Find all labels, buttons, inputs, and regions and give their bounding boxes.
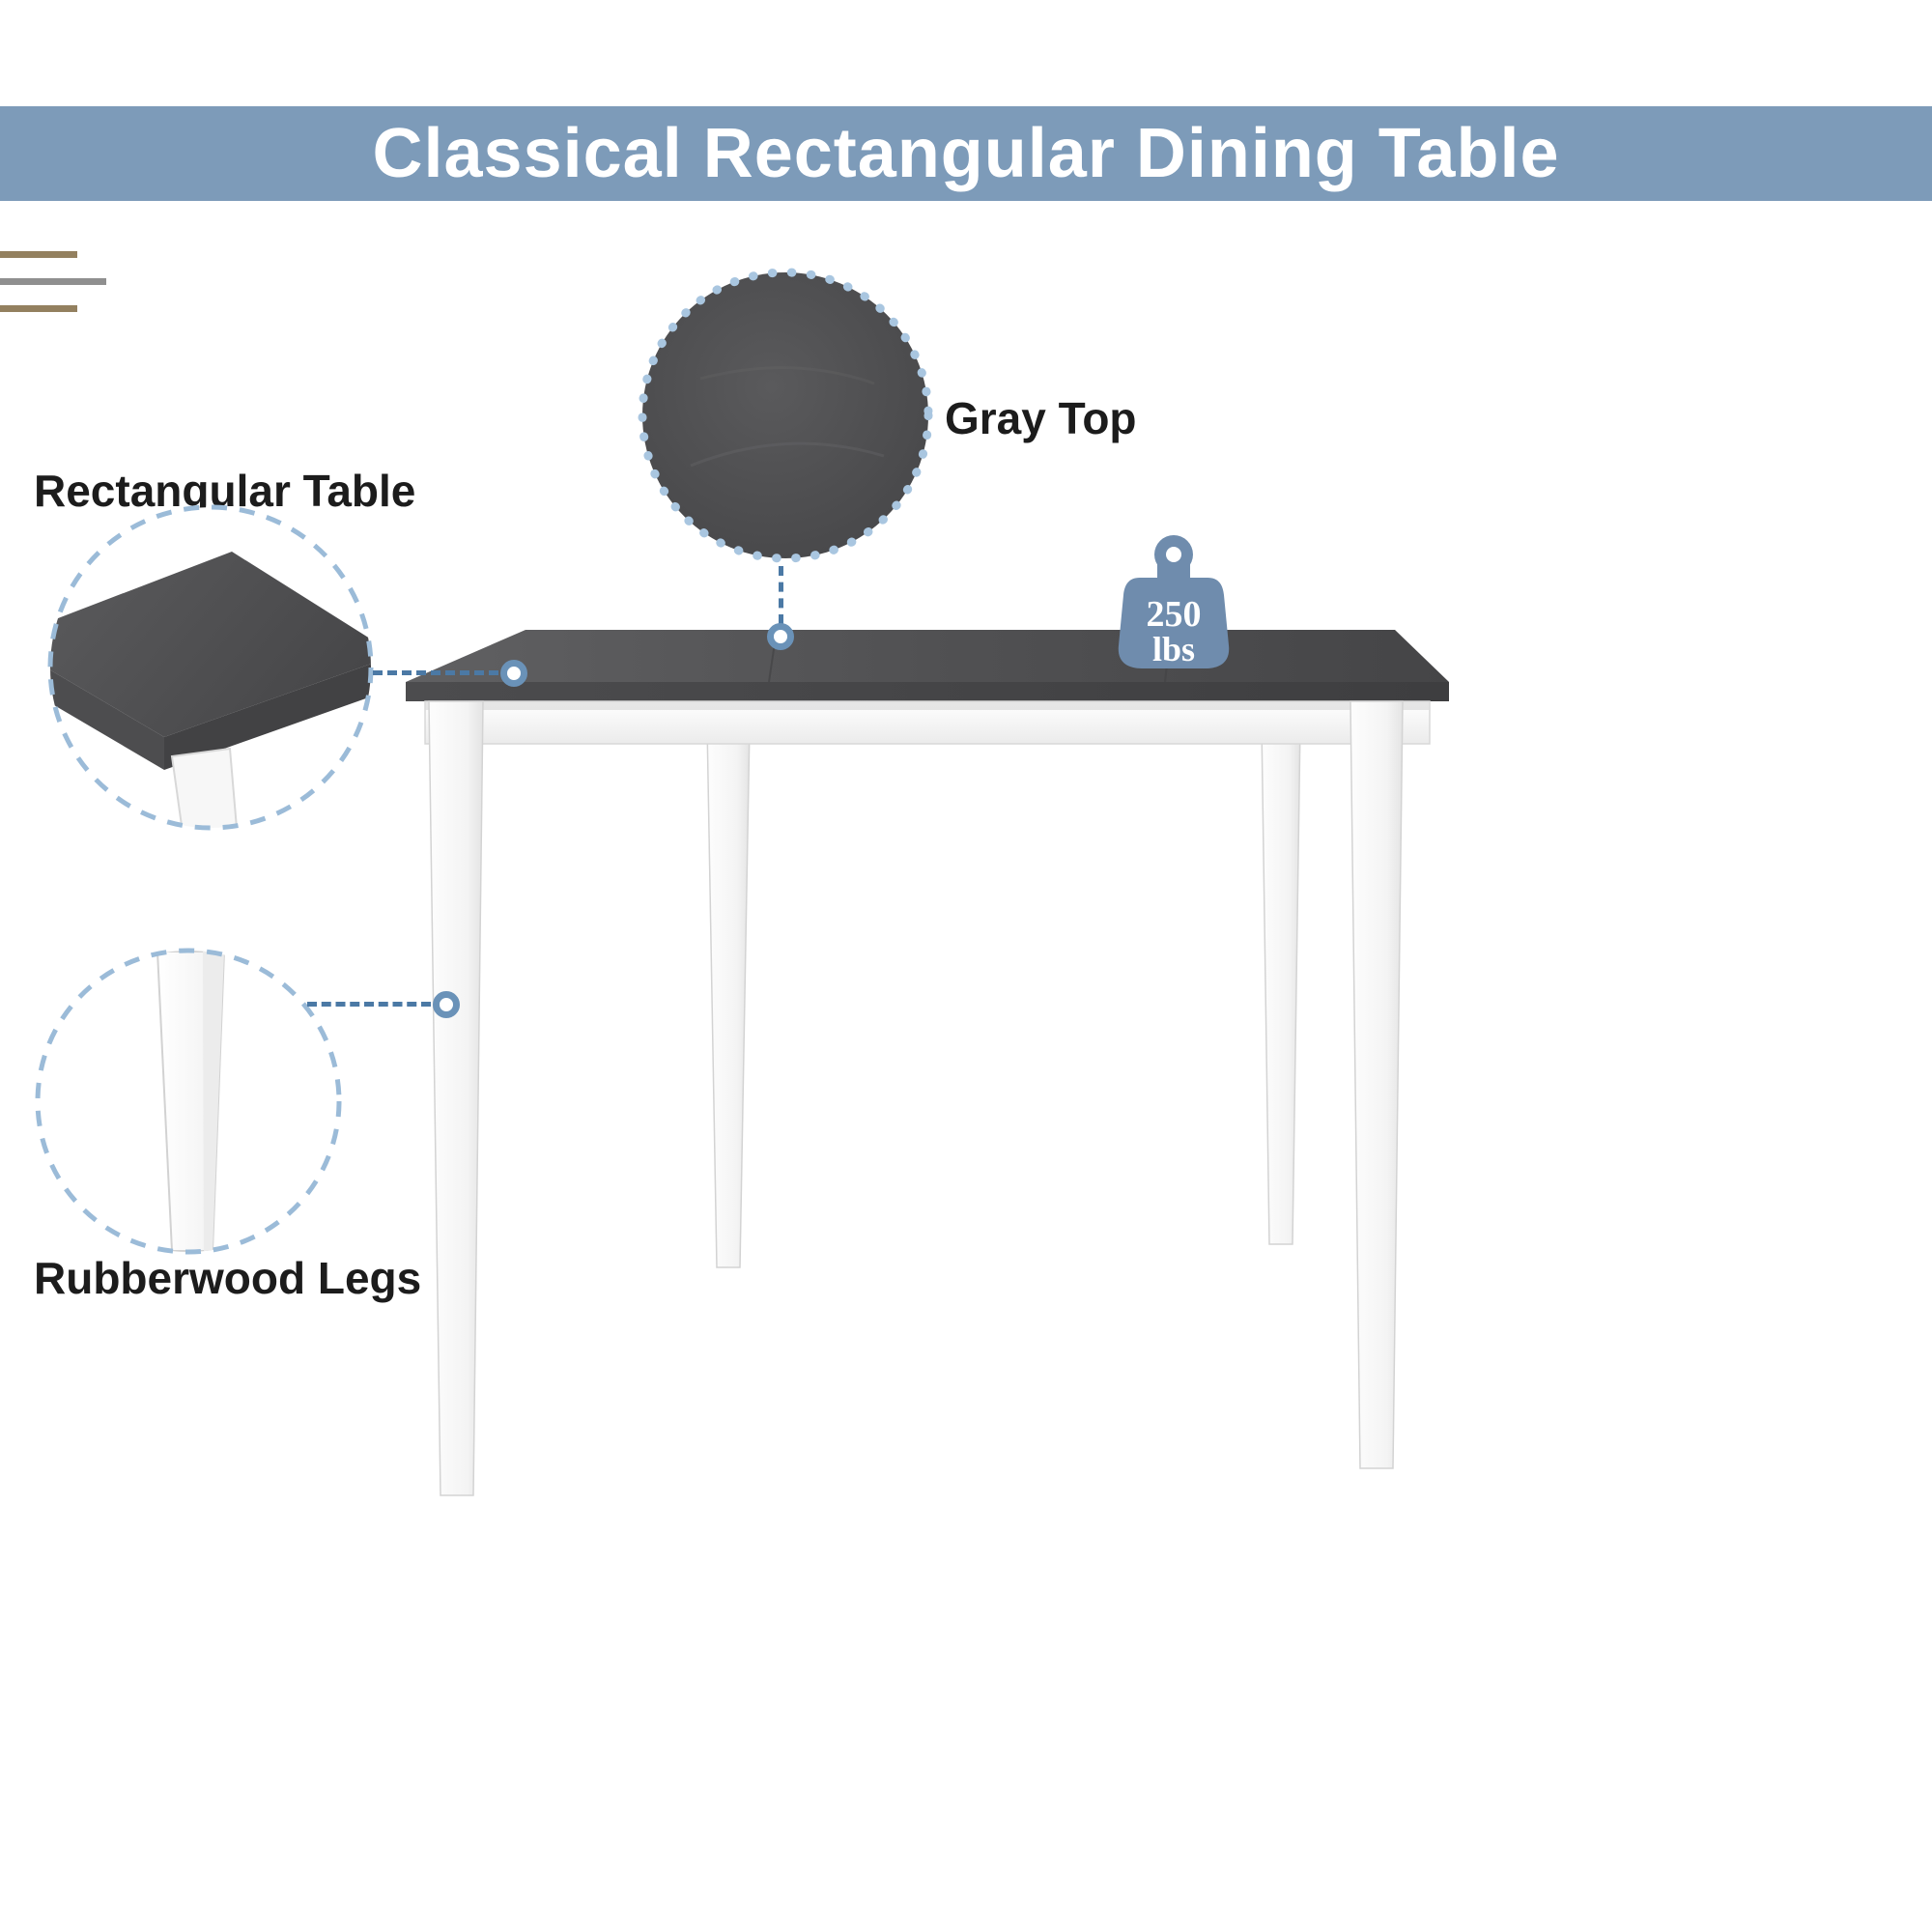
zoom-table-leg	[170, 747, 240, 828]
dashed-ring	[47, 504, 374, 831]
zoom-leg-side-face	[203, 952, 224, 1251]
tabletop-front-edge	[406, 682, 1449, 701]
page-title: Classical Rectangular Dining Table	[372, 115, 1560, 192]
dashed-ring	[35, 948, 342, 1255]
table-leg-front-left	[428, 700, 484, 1496]
weight-body	[1118, 578, 1230, 668]
gray-top-texture	[642, 272, 928, 558]
weight-unit: lbs	[1152, 630, 1195, 668]
rubberwood-legs-connector-line	[307, 1002, 431, 1007]
table-leg-rear-left	[706, 724, 751, 1268]
tabletop-surface	[406, 630, 1449, 682]
rubberwood-legs-label: Rubberwood Legs	[34, 1253, 422, 1303]
gray-top-marker-dot	[767, 623, 794, 650]
gray-top-label: Gray Top	[945, 393, 1137, 443]
weight-capacity-icon: 250 lbs	[1118, 535, 1230, 668]
zoom-tabletop-edge-left	[50, 640, 164, 770]
table-leg-front-right	[1350, 700, 1404, 1469]
table-leg-rear-right	[1261, 724, 1301, 1245]
rectangular-table-marker-dot	[500, 660, 527, 687]
rubberwood-legs-marker-dot	[433, 991, 460, 1018]
gray-top-callout-circle	[638, 268, 933, 563]
weight-handle-hole	[1166, 547, 1181, 562]
zoom-tabletop-surface	[50, 552, 371, 737]
weight-neck	[1157, 564, 1190, 582]
rectangular-table-connector-line	[373, 670, 498, 675]
dotted-ring	[638, 268, 933, 563]
gray-top-connector-line	[779, 566, 783, 624]
rectangular-table-callout-circle	[47, 504, 374, 831]
decorative-line	[0, 278, 106, 285]
apron-shadow	[425, 701, 1430, 710]
wood-grain-line	[690, 441, 885, 468]
rubberwood-legs-callout-circle	[35, 948, 342, 1255]
decorative-line	[0, 251, 77, 258]
wood-grain-line	[699, 366, 875, 385]
dining-table-illustration	[406, 629, 1449, 1496]
weight-value: 250	[1147, 594, 1202, 635]
title-banner: Classical Rectangular Dining Table	[0, 106, 1932, 201]
zoom-tabletop-edge-right	[164, 655, 371, 770]
decorative-line	[0, 305, 77, 312]
